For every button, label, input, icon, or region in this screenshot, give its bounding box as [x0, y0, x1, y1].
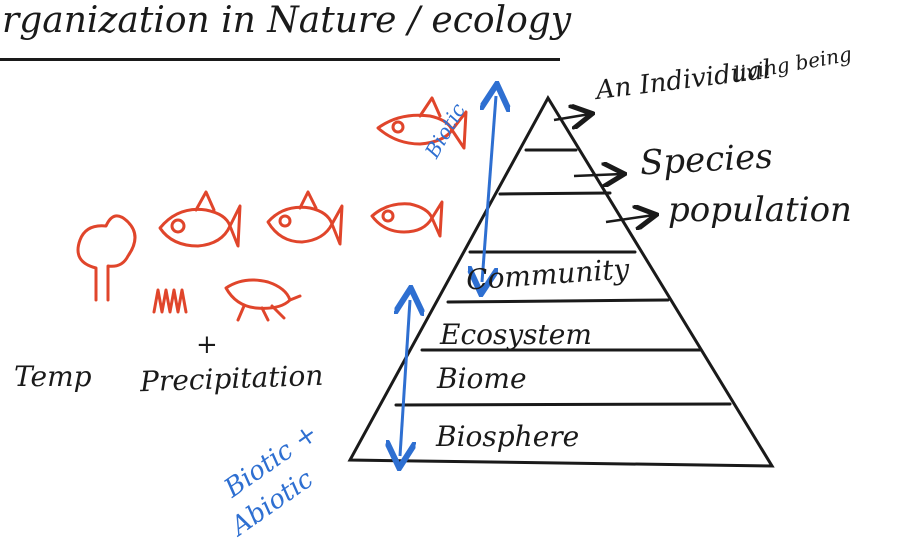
level-biosphere: Biosphere: [436, 420, 580, 453]
arrow-species: [573, 174, 622, 176]
factor-plus: +: [196, 330, 218, 360]
arrow-population: [605, 215, 654, 222]
fish-icon: [370, 200, 444, 238]
level-ecosystem: Ecosystem: [440, 318, 592, 351]
arrow-individual: [553, 114, 590, 120]
label-population: population: [668, 190, 852, 230]
label-species: Species: [639, 136, 774, 184]
factor-precipitation: Precipitation: [139, 358, 324, 399]
tree-icon: [76, 214, 137, 302]
pyramid-divider-2: [498, 191, 612, 196]
factor-temp: Temp: [14, 360, 92, 393]
fish-icon: [376, 96, 468, 150]
pyramid-divider-6: [394, 402, 732, 407]
biotic-abiotic-bracket-arrow: [400, 300, 410, 456]
fish-icon: [266, 190, 344, 246]
grass-icon: [152, 288, 188, 314]
brackets: [400, 96, 496, 456]
pyramid-divider-4: [446, 298, 670, 304]
pyramid-outline: [347, 95, 775, 468]
page-title: rganization in Nature / ecology: [2, 0, 572, 41]
title-underline: [0, 58, 560, 61]
biotic-bracket-arrow: [482, 96, 496, 282]
pyramid: [347, 95, 775, 468]
animal-icon: [224, 278, 302, 322]
organism-drawings: [76, 96, 468, 322]
label-arrows: [553, 114, 654, 222]
fish-icon: [158, 190, 242, 248]
level-biome: Biome: [437, 362, 527, 395]
